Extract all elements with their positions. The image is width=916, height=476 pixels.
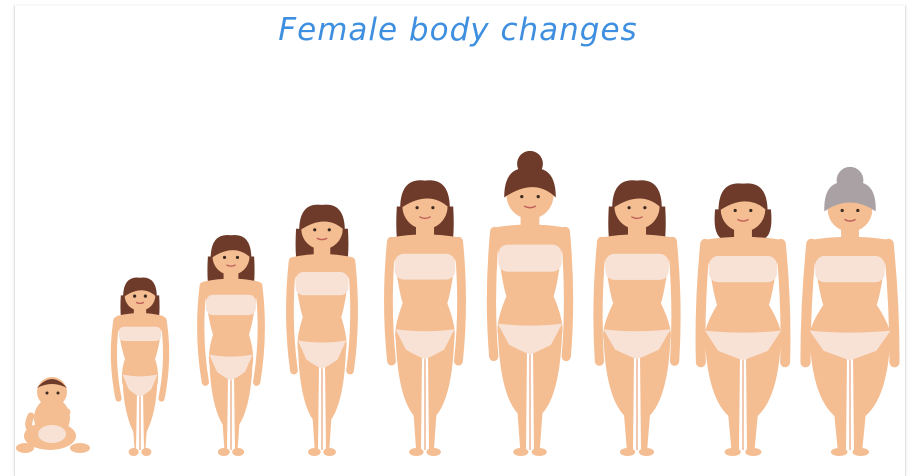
right-arm [161,320,166,399]
torso [293,254,352,351]
torso [203,279,258,365]
right-arm [565,231,568,356]
left-foot [513,448,528,456]
eye [46,392,49,395]
eye [537,195,540,198]
eye [144,295,147,298]
right-arm [257,286,262,383]
left-arm [598,241,602,361]
eye [313,228,316,231]
left-foot [218,448,230,456]
right-arm [672,241,676,361]
torso [705,237,782,341]
figure-elderly [806,167,895,456]
figure-preteen [201,235,262,456]
baby-foot [70,443,90,453]
left-foot [831,448,848,456]
eye [734,209,737,212]
left-arm [491,231,494,356]
eye [856,209,859,212]
figure-baby [16,377,90,453]
right-foot [745,448,761,456]
torso [391,234,458,339]
right-arm [458,241,461,361]
baby-foot [16,443,34,453]
left-foot [409,448,423,456]
eye [749,209,752,212]
torso [495,224,566,333]
eye [643,206,646,209]
top [498,245,562,272]
hair-bun [837,167,864,194]
right-foot [639,448,654,456]
left-arm [114,320,119,399]
top [815,256,885,282]
eye [328,228,331,231]
eye [416,206,419,209]
torso [116,313,163,384]
figure-middle-age [598,180,676,456]
figure-mature [700,183,785,456]
baby-diaper [38,425,66,443]
right-foot [426,448,440,456]
left-foot [308,448,321,456]
left-foot [620,448,635,456]
torso [602,234,673,339]
eye [223,256,226,259]
top [296,272,349,295]
right-arm [350,261,354,371]
hair-bun [517,151,543,177]
left-arm [700,244,705,363]
eye [841,209,844,212]
right-foot [532,448,547,456]
eye [57,392,60,395]
figure-teenager [290,205,354,456]
left-foot [725,448,741,456]
top [119,327,161,341]
top [206,295,256,315]
right-foot [141,448,151,456]
top [709,256,777,282]
right-foot [323,448,336,456]
eye [133,295,136,298]
eye [236,256,239,259]
eye [520,195,523,198]
torso [809,237,890,341]
eye [628,206,631,209]
figure-young-adult [388,180,461,456]
right-foot [853,448,870,456]
top [605,254,669,280]
left-arm [388,241,391,361]
eye [431,206,434,209]
left-foot [129,448,139,456]
figure-child [114,277,166,456]
left-arm [201,286,206,383]
right-arm [781,244,786,363]
left-arm [290,261,294,371]
figure-adult [491,151,568,456]
top [395,254,455,280]
right-foot [232,448,244,456]
